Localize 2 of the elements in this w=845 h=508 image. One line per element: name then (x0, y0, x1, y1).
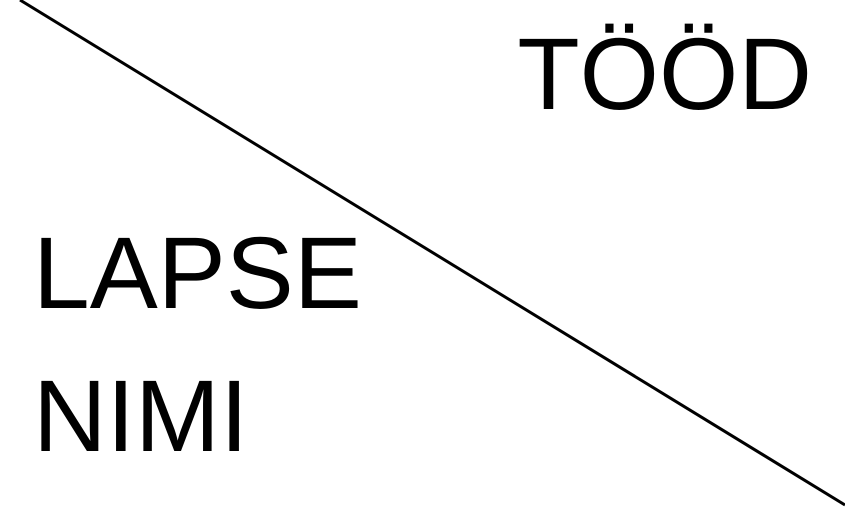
header-label: TÖÖD (517, 16, 812, 133)
header-label: LAPSE NIMI (33, 215, 363, 475)
